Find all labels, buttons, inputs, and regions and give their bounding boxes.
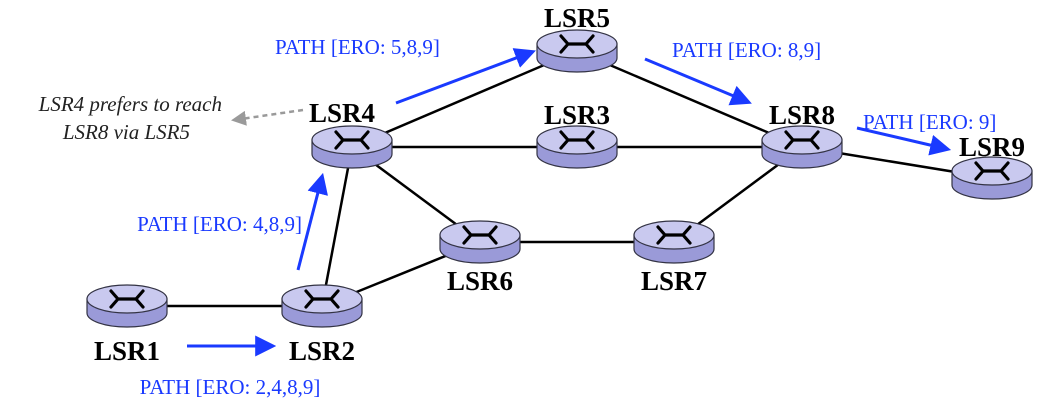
router-label-lsr5: LSR5 xyxy=(544,3,610,33)
router-icon xyxy=(439,220,521,264)
router-lsr4 xyxy=(311,125,393,169)
router-lsr8 xyxy=(761,125,843,169)
router-icon xyxy=(86,284,168,328)
router-lsr2 xyxy=(281,284,363,328)
path-message-label: PATH [ERO: 5,8,9] xyxy=(275,35,440,59)
note-line-1: LSR4 prefers to reach xyxy=(38,92,222,116)
router-lsr7 xyxy=(633,220,715,264)
router-label-lsr6: LSR6 xyxy=(447,266,513,296)
path-arrow-lsr4-lsr5 xyxy=(395,48,536,105)
path-arrow-lsr5-lsr8 xyxy=(644,57,752,106)
router-lsr6 xyxy=(439,220,521,264)
path-message-label: PATH [ERO: 8,9] xyxy=(672,38,821,62)
router-icon xyxy=(536,125,618,169)
link-lsr2-lsr4 xyxy=(320,146,354,307)
router-lsr3 xyxy=(536,125,618,169)
path-message-label: PATH [ERO: 9] xyxy=(863,110,996,134)
router-icon xyxy=(633,220,715,264)
router-label-lsr7: LSR7 xyxy=(641,266,707,296)
router-icon xyxy=(536,29,618,73)
router-label-lsr4: LSR4 xyxy=(309,98,375,128)
router-icon xyxy=(951,156,1033,200)
path-message-arrows xyxy=(187,48,952,357)
router-label-lsr9: LSR9 xyxy=(959,132,1025,162)
router-icon xyxy=(311,125,393,169)
router-icon xyxy=(281,284,363,328)
routers xyxy=(86,29,1033,328)
lsr4-preference-note: LSR4 prefers to reach LSR8 via LSR5 xyxy=(38,92,304,144)
link-lsr5-lsr8 xyxy=(576,49,803,149)
link-lsr4-lsr5 xyxy=(351,49,578,149)
path-arrow-lsr8-lsr9 xyxy=(856,126,952,156)
note-line-2: LSR8 via LSR5 xyxy=(62,120,190,144)
network-links xyxy=(127,49,993,308)
router-lsr5 xyxy=(536,29,618,73)
path-arrow-lsr2-lsr4 xyxy=(296,172,328,271)
path-message-label: PATH [ERO: 4,8,9] xyxy=(137,212,302,236)
router-label-lsr1: LSR1 xyxy=(94,336,160,366)
router-label-lsr2: LSR2 xyxy=(289,336,355,366)
note-arrow xyxy=(231,108,304,126)
router-icon xyxy=(761,125,843,169)
router-label-lsr8: LSR8 xyxy=(769,100,835,130)
path-message-label: PATH [ERO: 2,4,8,9] xyxy=(140,375,321,399)
router-lsr9 xyxy=(951,156,1033,200)
router-label-lsr3: LSR3 xyxy=(544,100,610,130)
router-lsr1 xyxy=(86,284,168,328)
